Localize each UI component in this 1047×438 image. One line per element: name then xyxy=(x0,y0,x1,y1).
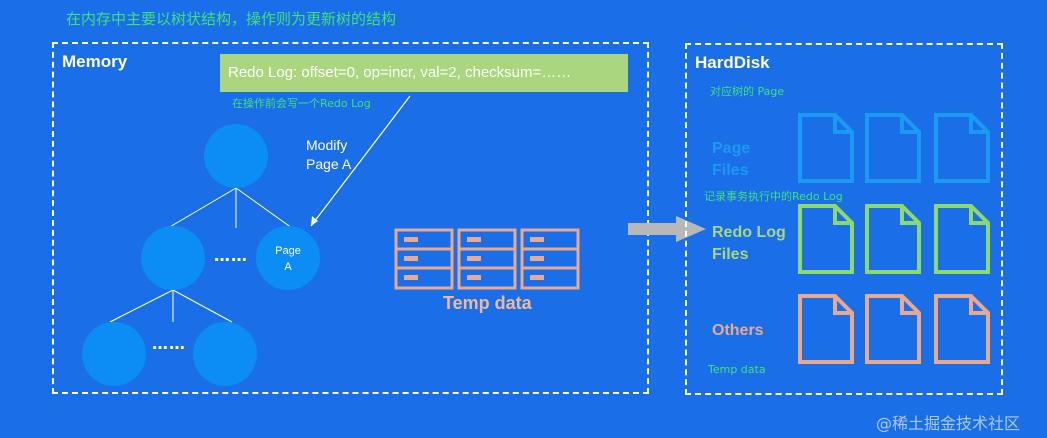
flush-arrow-head xyxy=(676,216,706,242)
memory-title: Memory xyxy=(62,52,128,71)
page-a-label-line1: Page xyxy=(275,245,301,257)
modify-arrow xyxy=(310,95,411,227)
redo-log-file-icon xyxy=(934,204,990,274)
tree-root-node xyxy=(204,124,268,188)
redo-files-label-line2: Files xyxy=(712,246,749,263)
page-files-label-line2: Files xyxy=(712,162,749,179)
modify-arrowhead xyxy=(311,216,318,226)
redo-log-note: 在操作前会写一个Redo Log xyxy=(232,97,371,110)
redo-log-file-icon xyxy=(865,204,921,274)
memory-box xyxy=(52,42,649,394)
other-file-icon xyxy=(934,294,990,364)
page-file-icon xyxy=(934,113,990,183)
temp-data-label: Temp data xyxy=(443,293,532,313)
page-files-note: 对应树的 Page xyxy=(710,85,785,98)
page-file-icon xyxy=(798,113,854,183)
top-note: 在内存中主要以树状结构，操作则为更新树的结构 xyxy=(66,10,397,28)
redo-files-note: 记录事务执行中的Redo Log xyxy=(704,190,843,203)
other-file-icon xyxy=(798,294,854,364)
tree-page-a-node xyxy=(256,226,320,290)
watermark: @稀土掘金技术社区 xyxy=(876,414,1021,433)
page-files-label-line1: Page xyxy=(712,140,751,157)
temp-data-note: Temp data xyxy=(708,363,766,376)
harddisk-box xyxy=(685,43,1003,395)
redo-log-banner: Redo Log: offset=0, op=incr, val=2, chec… xyxy=(220,54,628,92)
redo-log-file-icon xyxy=(798,204,854,274)
siblings-ellipsis: …… xyxy=(214,246,248,265)
tree-leaf-node-1 xyxy=(82,322,146,386)
harddisk-title: HardDisk xyxy=(695,53,770,72)
page-file-icon xyxy=(865,113,921,183)
modify-label-line2: Page A xyxy=(306,156,352,172)
redo-files-label-line1: Redo Log xyxy=(712,224,786,241)
other-file-icon xyxy=(865,294,921,364)
tree-leaf-node-2 xyxy=(193,322,257,386)
flush-arrow-body xyxy=(628,223,678,235)
page-a-label-line2: A xyxy=(284,261,292,273)
modify-label-line1: Modify xyxy=(306,137,348,153)
others-label: Others xyxy=(712,322,764,339)
tree-left-node xyxy=(141,226,205,290)
leaves-ellipsis: …… xyxy=(152,334,186,353)
temp-data-server-icon xyxy=(394,228,580,290)
